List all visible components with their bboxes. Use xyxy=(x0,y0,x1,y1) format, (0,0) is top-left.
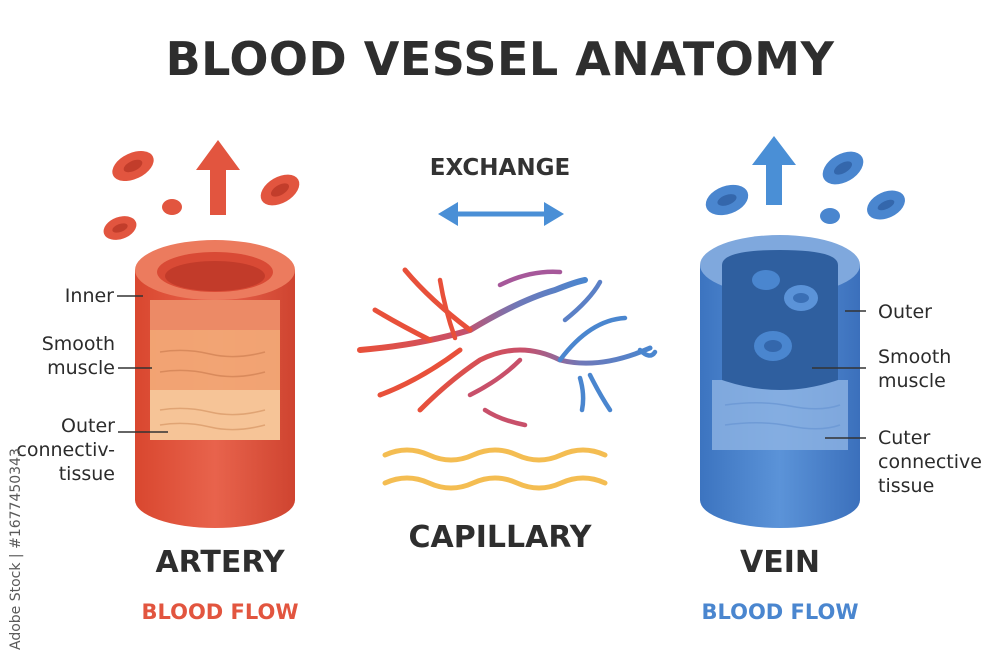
stock-watermark: Adobe Stock | #1677450343 xyxy=(8,448,24,650)
artery-label-smooth-muscle: Smooth muscle xyxy=(41,333,115,379)
artery-blood-flow-label: BLOOD FLOW xyxy=(141,600,299,624)
page-title: BLOOD VESSEL ANATOMY xyxy=(165,32,835,86)
vein-blood-flow-label: BLOOD FLOW xyxy=(701,600,859,624)
artery-cylinder xyxy=(135,240,295,528)
vein-label-outer: Outer xyxy=(878,301,932,323)
vein-up-arrow-icon xyxy=(752,136,796,205)
red-blood-cell xyxy=(162,199,182,215)
artery-label-inner: Inner xyxy=(64,285,114,307)
vein-blood-cells xyxy=(705,151,905,224)
artery-blood-cells xyxy=(103,150,300,240)
exchange-label: EXCHANGE xyxy=(429,155,571,181)
capillary-network xyxy=(357,267,658,428)
capillary-waves xyxy=(382,447,608,491)
exchange-arrow-icon xyxy=(438,202,564,226)
artery-label-outer-connective: Outer connectiv- tissue xyxy=(16,415,115,485)
vein-cylinder xyxy=(700,235,860,528)
vein-label-smooth-muscle: Smooth muscle xyxy=(878,346,952,392)
vein-label-outer-connective: Cuter connective tissue xyxy=(878,427,982,497)
capillary-heading: CAPILLARY xyxy=(408,520,592,555)
artery-up-arrow-icon xyxy=(196,140,240,215)
vein-heading: VEIN xyxy=(740,545,820,580)
artery-heading: ARTERY xyxy=(155,545,285,580)
